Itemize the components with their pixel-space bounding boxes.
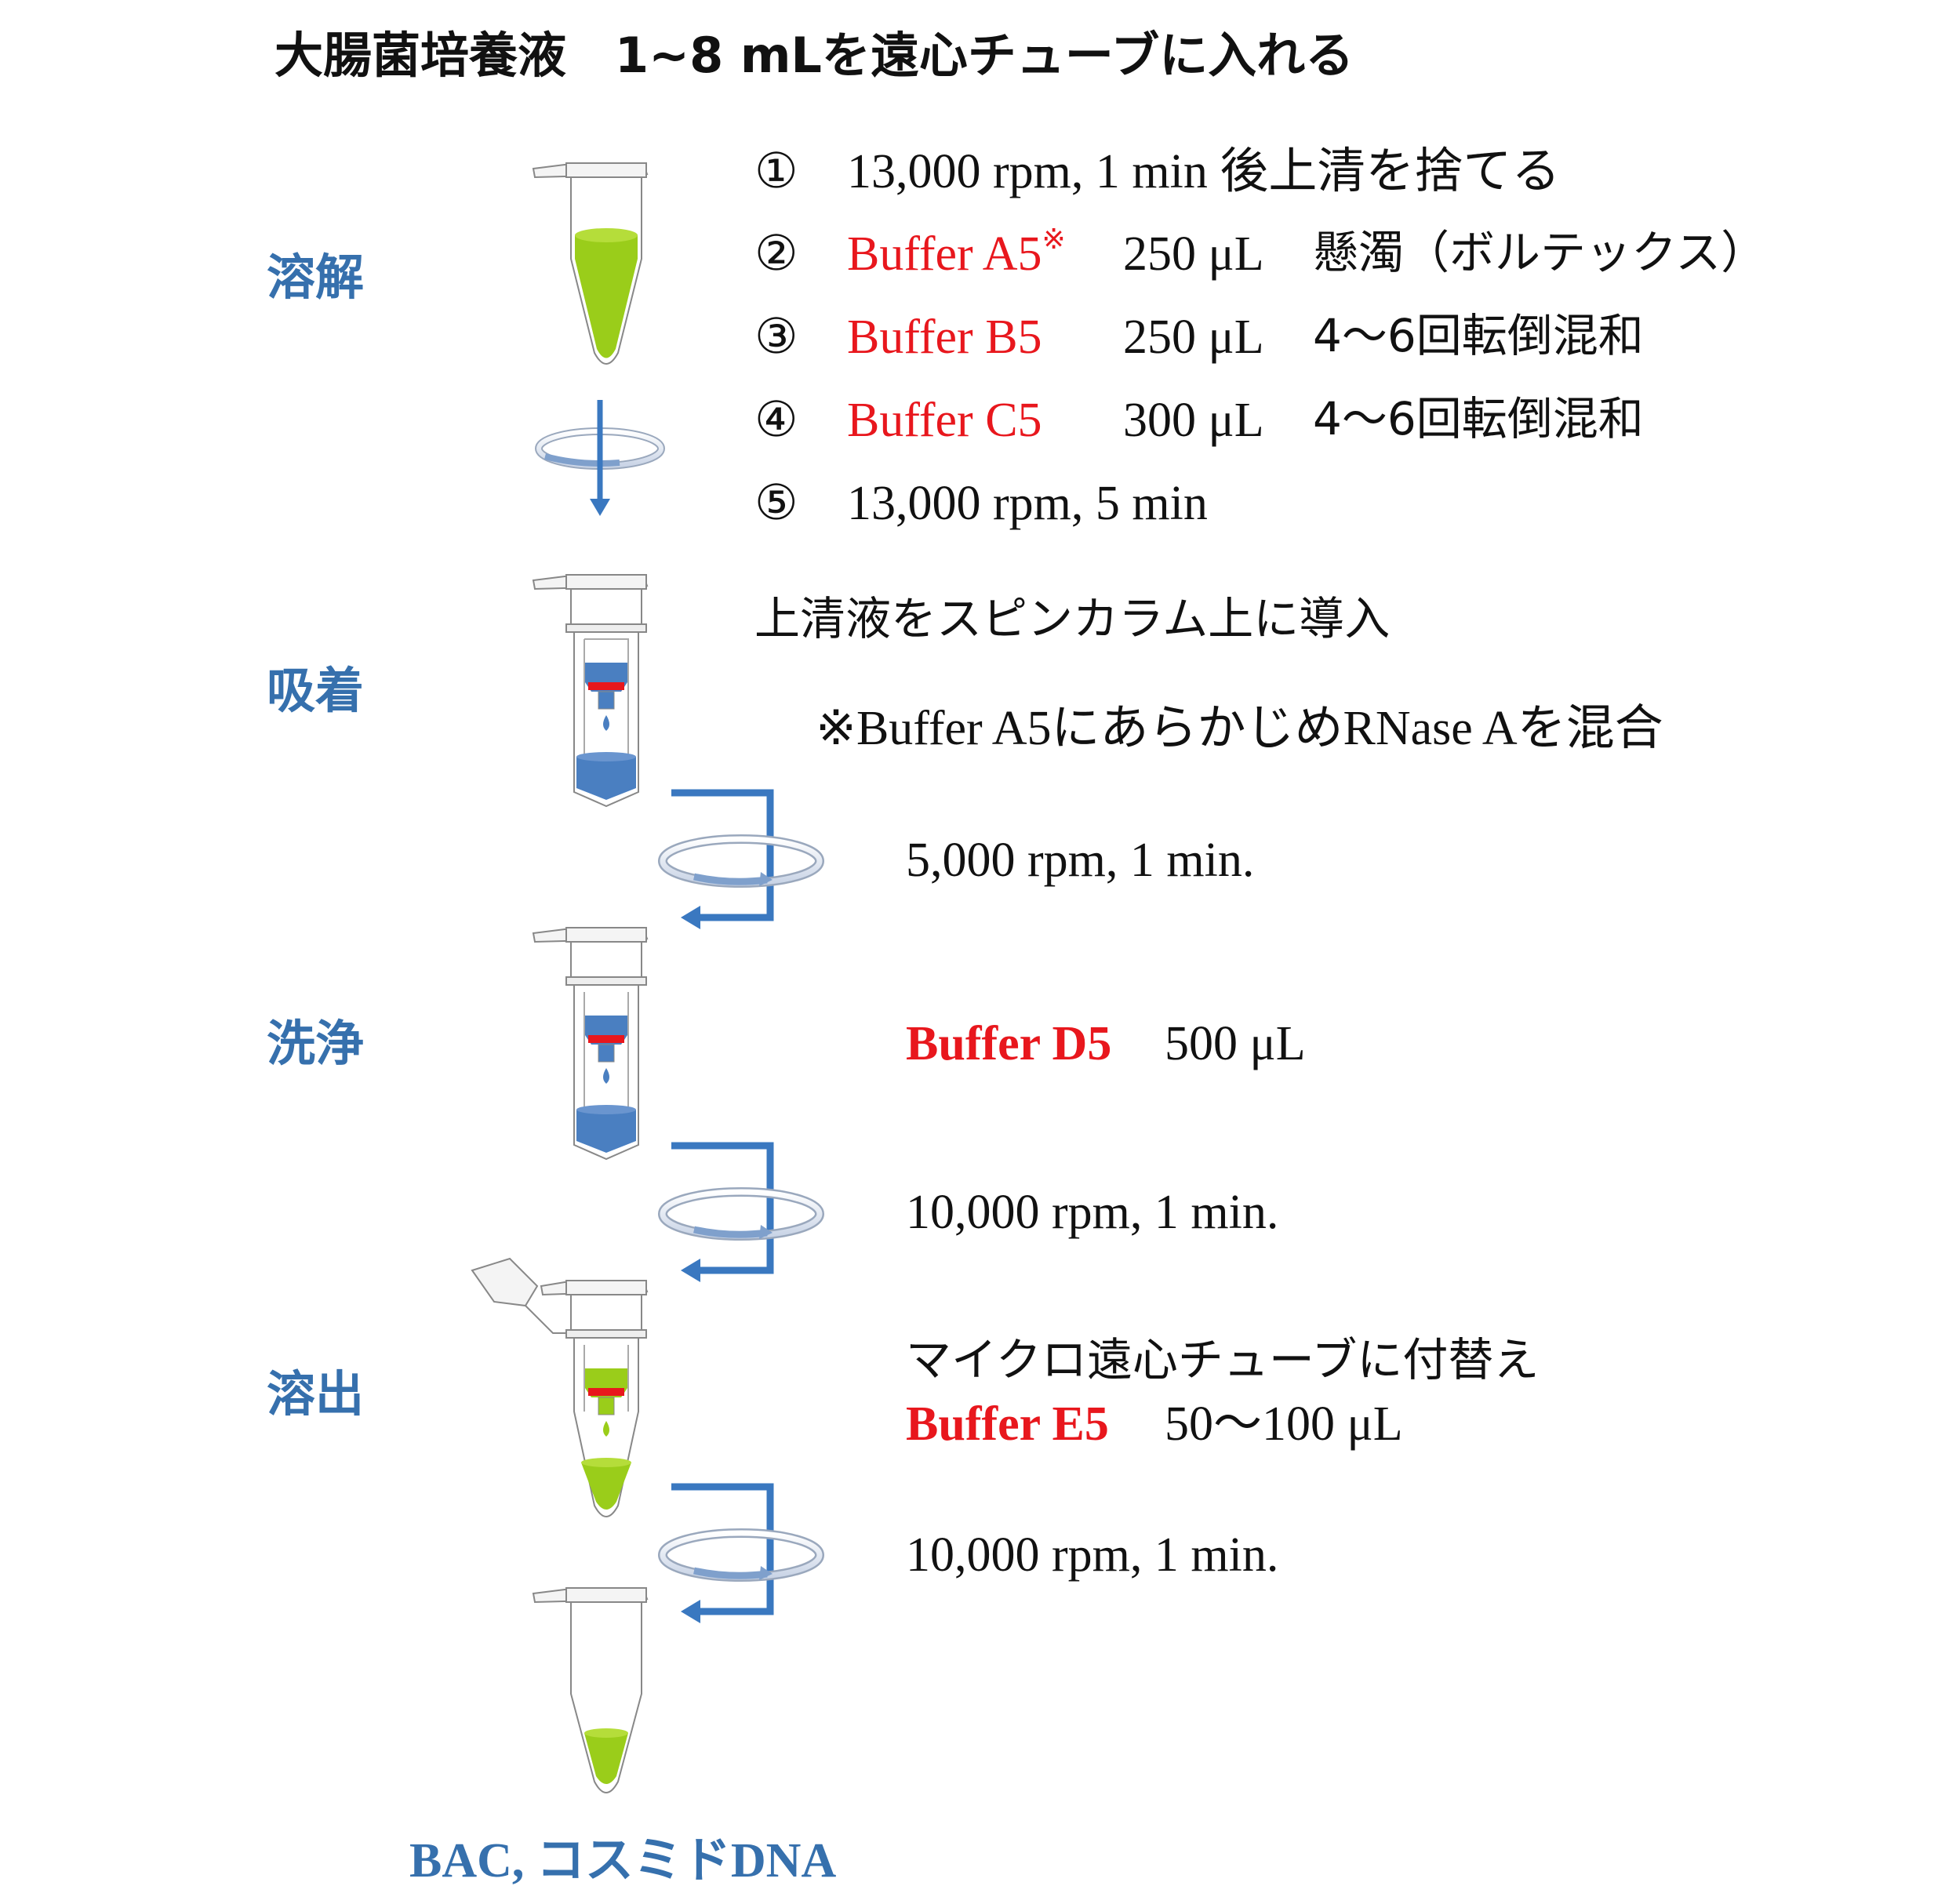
step-action: 4～6回転倒混和 — [1313, 392, 1644, 445]
stage-label-wash: 洗浄 — [267, 1015, 365, 1072]
spin-column-icon — [532, 926, 649, 1161]
elution-instruction: マイクロ遠心チューブに付替え — [906, 1333, 1540, 1386]
stage-label-elution: 溶出 — [267, 1365, 365, 1423]
return-arrow-icon — [658, 1483, 824, 1623]
wash-step: Buffer D5 500 μL — [906, 1017, 1306, 1070]
lysis-step-3: ③ Buffer B5 250 μL 4～6回転倒混和 — [754, 311, 1644, 364]
lysis-step-2: ② Buffer A5※ 250 μL 懸濁（ボルテックス） — [754, 225, 1766, 281]
reagent-name: Buffer D5 — [906, 1017, 1112, 1070]
reagent-label: Buffer A5※ — [847, 225, 1066, 281]
page-title: 大腸菌培養液 1~8 mLを遠心チューブに入れる — [274, 27, 1354, 84]
reagent-note-mark: ※ — [1042, 223, 1066, 255]
spin-column-icon — [471, 1257, 649, 1517]
return-arrow-icon — [658, 1142, 824, 1282]
return-arrow-icon — [658, 789, 824, 929]
spin-column-icon — [532, 573, 649, 808]
lysis-step-5: ⑤ 13,000 rpm, 5 min — [754, 477, 1208, 530]
stage-label-adsorption: 吸着 — [267, 662, 365, 719]
step-number: ① — [754, 145, 798, 198]
adsorption-instruction: 上清液をスピンカラム上に導入 — [754, 592, 1391, 645]
lysis-step-1: ① 13,000 rpm, 1 min 後上清を捨てる — [754, 145, 1560, 198]
step-text: 13,000 rpm, 5 min — [847, 477, 1208, 530]
step-text: 13,000 rpm, 1 min 後上清を捨てる — [847, 145, 1561, 198]
lysis-step-4: ④ Buffer C5 300 μL 4～6回転倒混和 — [754, 394, 1644, 447]
step-number: ③ — [754, 311, 798, 364]
elution-step: Buffer E5 50～100 μL — [906, 1397, 1403, 1451]
step-volume: 250 μL — [1123, 311, 1264, 364]
step-volume: 250 μL — [1123, 227, 1264, 281]
adsorption-note: ※Buffer A5にあらかじめRNase Aを混合 — [816, 702, 1663, 755]
spin-condition-1: 5,000 rpm, 1 min. — [906, 834, 1255, 887]
stage-label-lysis: 溶解 — [267, 249, 365, 306]
step-number: ④ — [754, 394, 798, 447]
tube-icon — [532, 162, 649, 365]
step-volume: 300 μL — [1123, 394, 1264, 447]
reagent-name: Buffer E5 — [906, 1397, 1109, 1451]
reagent-name: Buffer A5 — [847, 227, 1042, 281]
reagent-name: Buffer C5 — [847, 394, 1042, 447]
down-arrow-icon — [590, 400, 610, 516]
step-action: 4～6回転倒混和 — [1313, 309, 1644, 362]
reagent-name: Buffer B5 — [847, 311, 1042, 364]
spin-condition-3: 10,000 rpm, 1 min. — [906, 1528, 1279, 1582]
product-label: BAC, コスミドDNA — [409, 1834, 837, 1888]
tube-icon — [532, 1586, 649, 1793]
step-number: ⑤ — [754, 477, 798, 530]
step-number: ② — [754, 227, 798, 281]
spin-condition-2: 10,000 rpm, 1 min. — [906, 1186, 1279, 1239]
step-volume: 500 μL — [1165, 1017, 1306, 1070]
step-action: 懸濁（ボルテックス） — [1313, 226, 1767, 279]
step-volume: 50～100 μL — [1165, 1397, 1403, 1451]
